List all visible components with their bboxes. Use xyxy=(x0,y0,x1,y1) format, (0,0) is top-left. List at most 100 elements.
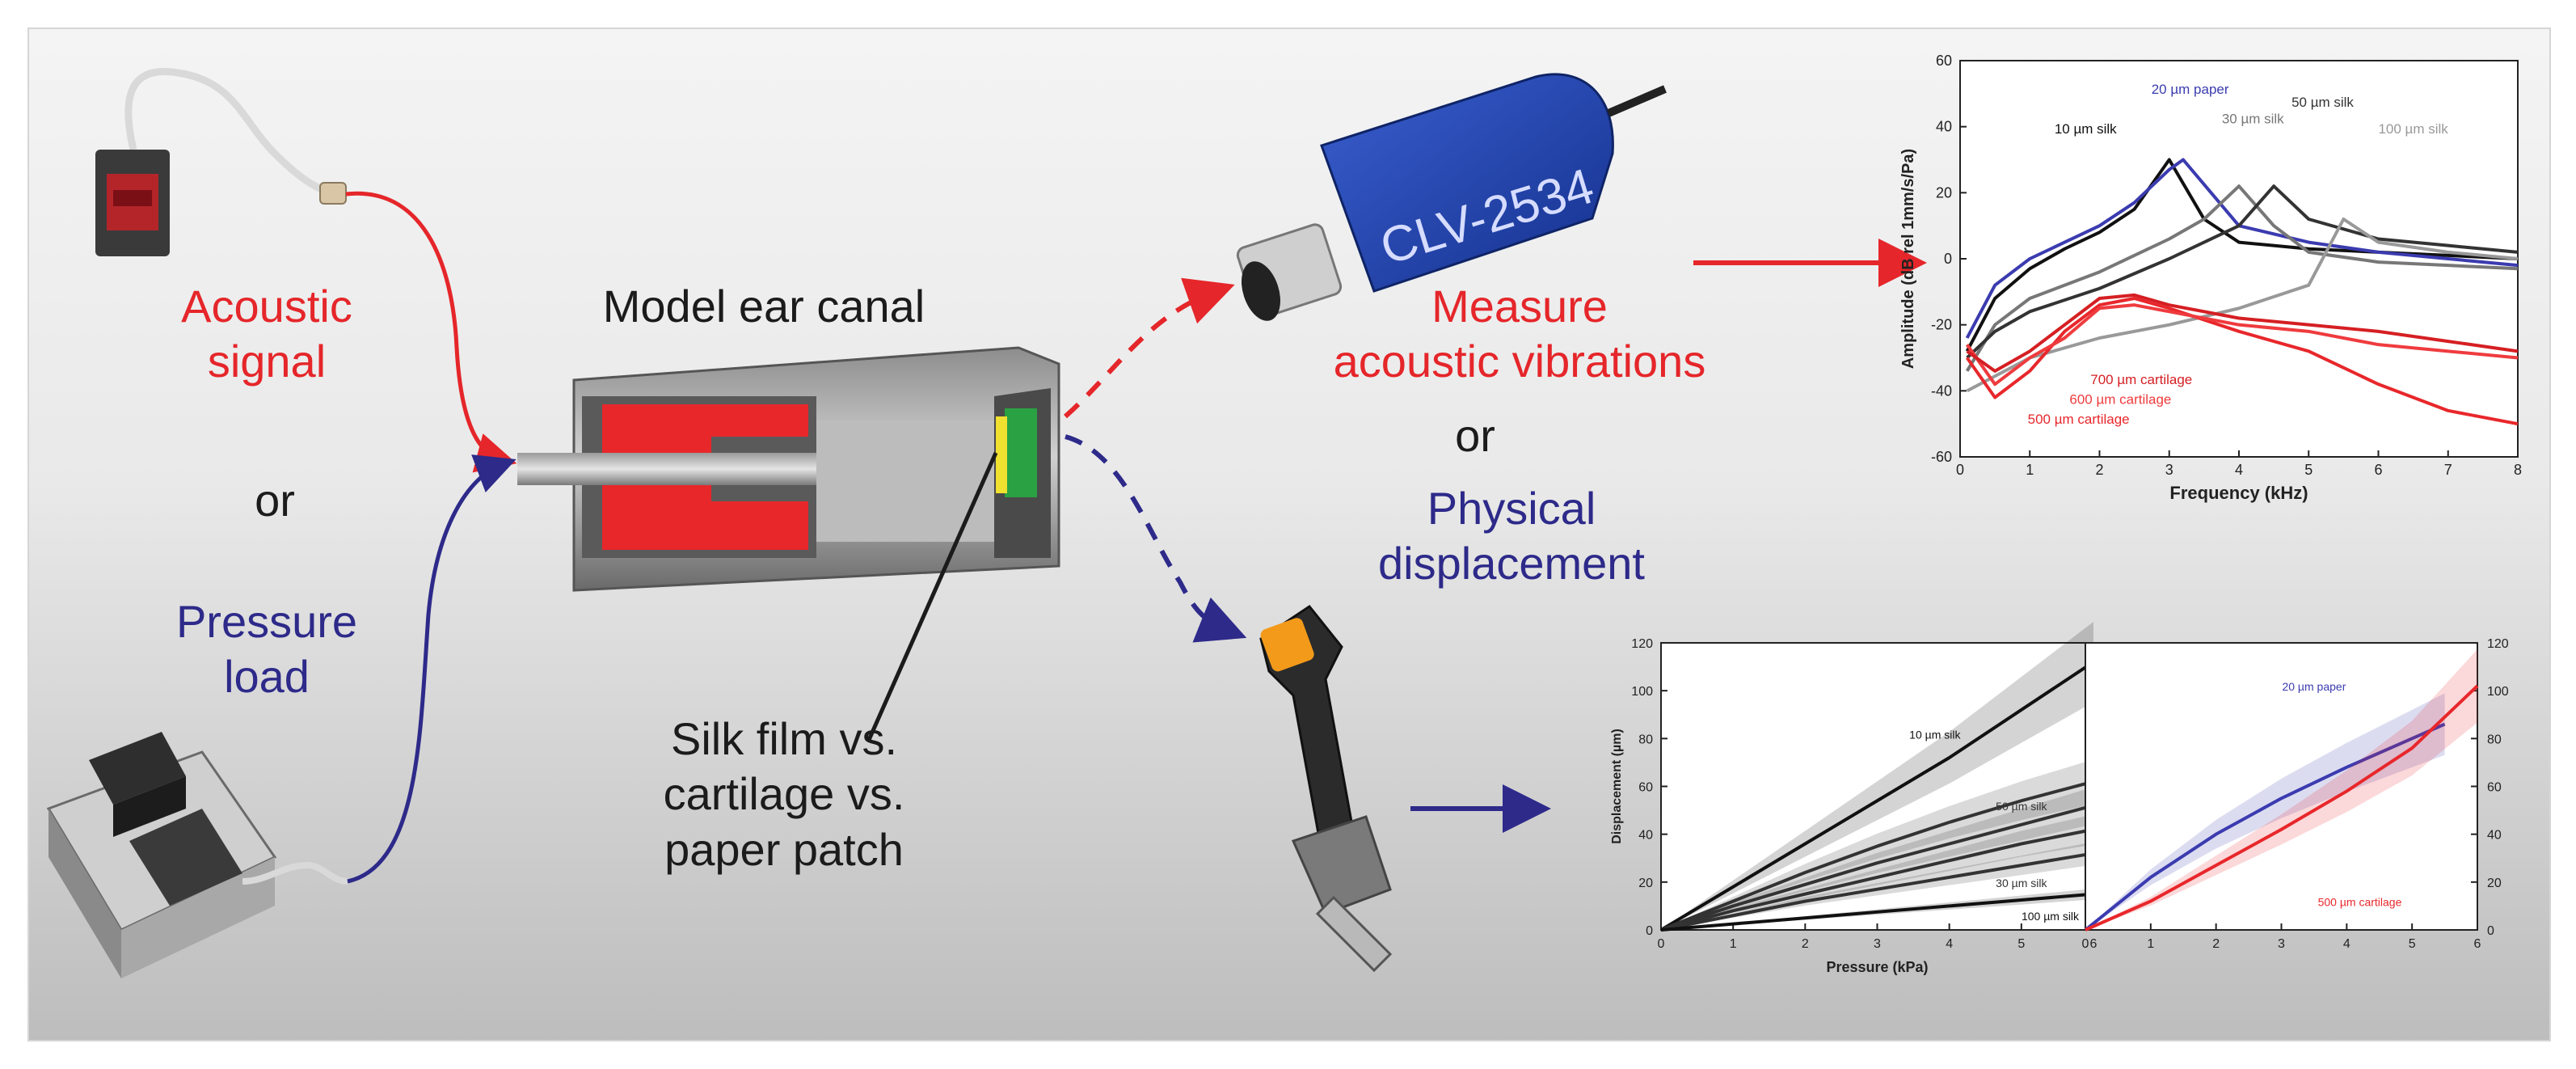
vibration-output-arrow xyxy=(1064,277,1235,419)
y-tick-label: 40 xyxy=(2487,829,2502,843)
series-label: 100 µm silk xyxy=(2378,121,2448,137)
pressure-load-line1: Pressure xyxy=(175,596,358,647)
series-label: 50 µm silk xyxy=(2291,95,2354,110)
series-line xyxy=(1965,184,2519,372)
x-tick-label: 2 xyxy=(2095,462,2103,478)
y-tick-label: -60 xyxy=(1931,449,1952,465)
plot-area xyxy=(1959,60,2519,458)
series-label: 500 µm cartilage xyxy=(2318,895,2402,908)
series-label: 30 µm silk xyxy=(1996,877,2047,889)
series-line xyxy=(1966,293,2519,373)
x-axis-label: Frequency (kHz) xyxy=(2169,483,2308,503)
series-line xyxy=(1660,892,2094,932)
x-tick-label: 4 xyxy=(1946,937,1953,951)
x-tick-label: 5 xyxy=(2409,937,2416,951)
x-tick-label: 1 xyxy=(2026,462,2034,478)
plot-area xyxy=(2085,642,2478,931)
y-tick-label: 40 xyxy=(1638,829,1653,843)
y-tick-label: 60 xyxy=(2487,781,2502,795)
y-tick-label: -40 xyxy=(1931,382,1952,399)
y-axis-label: Displacement (µm) xyxy=(1610,729,1624,844)
series-label: 50 µm silk xyxy=(1996,800,2047,813)
acoustic-arrow xyxy=(345,191,517,473)
series-label: 10 µm silk xyxy=(1909,728,1961,741)
displacement-output-arrow xyxy=(1065,434,1247,643)
series-label: 10 µm silk xyxy=(2055,121,2117,137)
y-axis-label: Amplitude (dB rel 1mm/s/Pa) xyxy=(1899,149,1917,369)
series-line xyxy=(1660,851,2094,932)
x-tick-label: 7 xyxy=(2444,462,2452,478)
patch-line2: cartilage vs. xyxy=(663,768,905,820)
x-axis-label: Pressure (kPa) xyxy=(1826,959,1928,975)
patch-line3: paper patch xyxy=(664,823,904,875)
y-tick-label: 20 xyxy=(1638,877,1653,890)
model-ear-canal-label: Model ear canal xyxy=(602,281,925,332)
x-tick-label: 1 xyxy=(1730,937,1737,951)
y-tick-label: 100 xyxy=(1631,685,1653,699)
x-tick-label: 0 xyxy=(1956,462,1964,478)
acoustic-signal-line2: signal xyxy=(207,336,327,387)
x-tick-label: 0 xyxy=(1658,937,1665,951)
x-tick-label: 6 xyxy=(2374,462,2382,478)
series-line xyxy=(2084,722,2446,932)
x-tick-label: 4 xyxy=(2343,937,2350,951)
patch-line1: Silk film vs. xyxy=(671,713,897,764)
series-label: 20 µm paper xyxy=(2282,680,2346,693)
acoustic-signal-line1: Acoustic xyxy=(181,281,352,332)
series-line xyxy=(1966,184,2519,359)
series-label: 600 µm cartilage xyxy=(2069,392,2171,408)
x-tick-label: 5 xyxy=(2304,462,2312,478)
x-tick-label: 3 xyxy=(2165,462,2173,478)
x-tick-label: 3 xyxy=(2278,937,2285,951)
series-line xyxy=(1965,158,2519,339)
y-tick-label: 100 xyxy=(2487,685,2509,699)
series-line xyxy=(1660,804,2094,932)
x-tick-label: 2 xyxy=(1802,937,1809,951)
x-tick-label: 3 xyxy=(1874,937,1881,951)
y-tick-label: 120 xyxy=(1631,637,1653,651)
acoustic-signal-label: Acoustic signal xyxy=(166,279,368,390)
x-tick-label: 6 xyxy=(2474,937,2481,951)
x-tick-label: 4 xyxy=(2235,462,2243,478)
y-tick-label: 80 xyxy=(1638,733,1653,746)
measure-line1: Measure xyxy=(1431,281,1608,332)
series-line xyxy=(1966,218,2519,393)
y-tick-label: 40 xyxy=(1936,119,1952,135)
pressure-source-device xyxy=(46,732,348,978)
y-tick-label: 60 xyxy=(1638,781,1653,795)
y-tick-label: 20 xyxy=(1936,184,1952,201)
series-line xyxy=(1660,827,2094,932)
y-tick-label: 0 xyxy=(2487,924,2494,938)
acoustic-source-device xyxy=(95,68,347,256)
y-tick-label: -20 xyxy=(1931,317,1952,333)
series-label: 700 µm cartilage xyxy=(2090,372,2192,387)
series-line xyxy=(1660,780,2094,932)
y-tick-label: 120 xyxy=(2487,637,2509,651)
series-line xyxy=(2085,684,2479,932)
or-left-label: or xyxy=(255,475,295,526)
measure-vibrations-label: Measure acoustic vibrations xyxy=(1277,279,1762,390)
y-tick-label: 80 xyxy=(2487,733,2502,746)
physical-line1: Physical xyxy=(1427,483,1596,534)
x-tick-label: 1 xyxy=(2147,937,2154,951)
series-line xyxy=(1659,661,2095,932)
x-tick-label: 8 xyxy=(2514,462,2522,478)
x-tick-label: 6 xyxy=(2090,937,2097,951)
series-label: 500 µm cartilage xyxy=(2028,412,2130,427)
or-right-label: or xyxy=(1455,410,1495,461)
model-ear-canal xyxy=(517,346,1060,592)
series-line xyxy=(1965,303,2519,387)
measure-line2: acoustic vibrations xyxy=(1333,336,1706,387)
patch-pointer-line xyxy=(866,451,998,742)
series-label: 30 µm silk xyxy=(2222,112,2284,127)
patch-label: Silk film vs. cartilage vs. paper patch xyxy=(614,712,954,877)
y-tick-label: 0 xyxy=(1944,251,1952,267)
y-tick-label: 0 xyxy=(1646,924,1653,938)
y-tick-label: 20 xyxy=(2487,877,2502,890)
pressure-arrow xyxy=(347,454,516,884)
pressure-load-line2: load xyxy=(224,651,310,703)
